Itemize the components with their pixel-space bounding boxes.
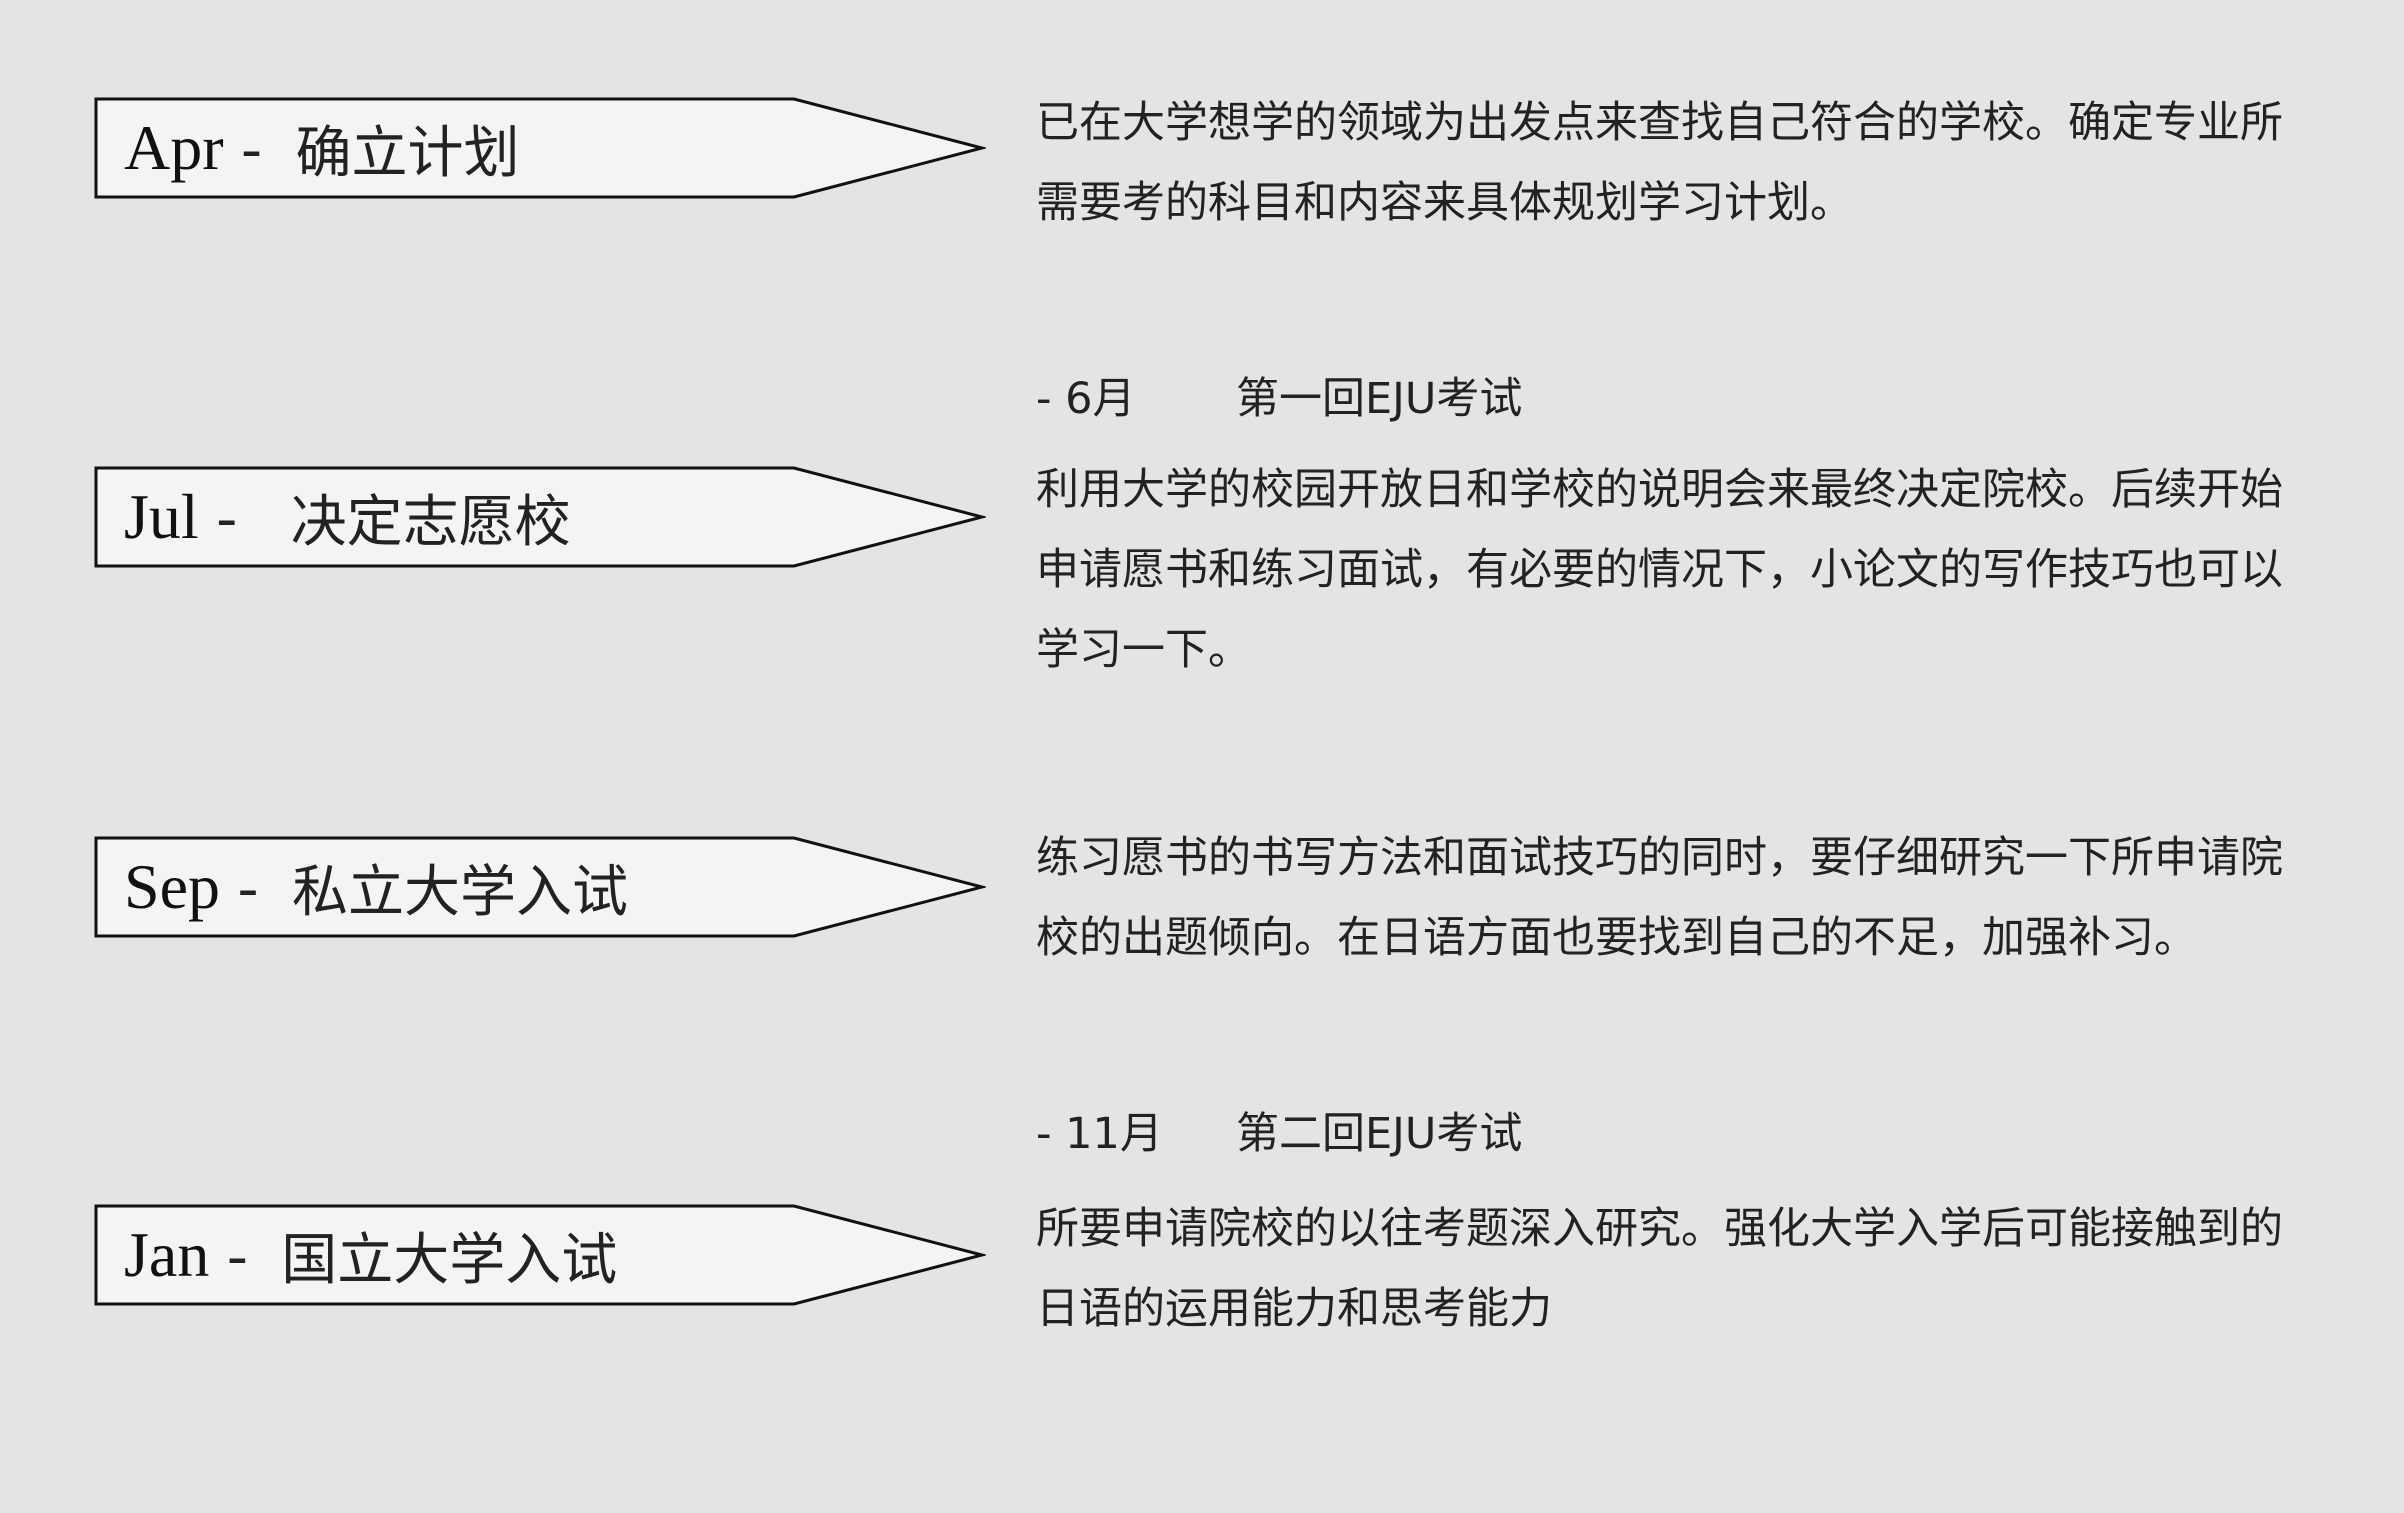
month-label: Sep xyxy=(124,851,220,922)
arrow-shape xyxy=(94,836,986,938)
exam-month: - 11月 xyxy=(1036,1109,1163,1159)
description-jul: 利用大学的校园开放日和学校的说明会来最终决定院校。后续开始申请愿书和练习面试，有… xyxy=(1036,465,2283,675)
separator: - xyxy=(238,853,258,920)
description-jan: 所要申请院校的以往考题深入研究。强化大学入学后可能接触到的日语的运用能力和思考能… xyxy=(1036,1204,2283,1334)
description-apr: 已在大学想学的领域为出发点来查找自己符合的学校。确定专业所需要考的科目和内容来具… xyxy=(1036,98,2283,228)
stage-title: 决定志愿校 xyxy=(290,489,571,555)
stage-title: 确立计划 xyxy=(295,120,520,186)
exam-note-jun: - 6月 第一回EJU考试 xyxy=(1036,359,1522,439)
month-label: Apr xyxy=(124,112,224,183)
exam-note-nov: - 11月 第二回EJU考试 xyxy=(1036,1094,1522,1174)
timeline-arrow-sep: Sep-私立大学入试 xyxy=(94,836,986,938)
month-label: Jul xyxy=(124,481,199,552)
separator: - xyxy=(241,114,262,181)
timeline-arrow-jan: Jan-国立大学入试 xyxy=(94,1204,986,1306)
arrow-shape xyxy=(94,466,986,568)
timeline-arrow-jul: Jul-决定志愿校 xyxy=(94,466,986,568)
timeline-arrow-apr: Apr-确立计划 xyxy=(94,97,986,199)
arrow-shape xyxy=(94,1204,986,1306)
exam-name: 第二回EJU考试 xyxy=(1236,1109,1523,1159)
exam-name: 第一回EJU考试 xyxy=(1236,374,1523,424)
month-label: Jan xyxy=(124,1219,210,1290)
stage-title: 私立大学入试 xyxy=(291,859,628,925)
arrow-shape xyxy=(94,97,986,199)
description-sep: 练习愿书的书写方法和面试技巧的同时，要仔细研究一下所申请院校的出题倾向。在日语方… xyxy=(1036,833,2283,963)
separator: - xyxy=(216,483,237,550)
separator: - xyxy=(227,1221,248,1288)
exam-month: - 6月 xyxy=(1036,374,1136,424)
stage-title: 国立大学入试 xyxy=(281,1227,618,1293)
